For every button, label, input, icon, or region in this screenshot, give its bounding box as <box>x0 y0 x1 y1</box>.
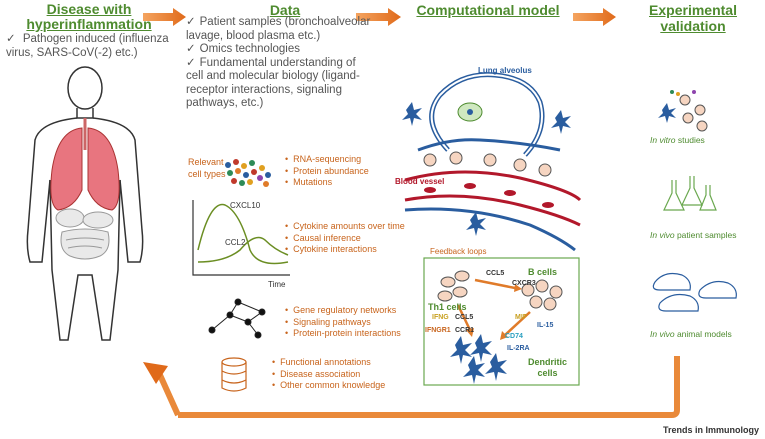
in-vivo-patient-flasks-icon <box>663 176 717 211</box>
curve-label-ccl2: CCL2 <box>225 238 246 247</box>
omics-bullet: Mutations <box>285 177 369 189</box>
omics-bullet: Protein abundance <box>285 166 369 178</box>
header-disease: Disease with hyperinflammation <box>24 2 154 32</box>
ccl5-top-label: CCL5 <box>486 270 505 277</box>
header-experimental-validation: Experimental validation <box>649 2 737 34</box>
feedback-return-arrow <box>143 356 680 418</box>
data-item: Omics technologies <box>186 43 376 57</box>
curve-label-cxcl10: CXCL10 <box>230 201 261 210</box>
blood-vessel-illustration <box>404 170 582 252</box>
database-bullet: Disease association <box>272 369 385 381</box>
header-disease-line1: Disease with <box>46 1 132 17</box>
header-data: Data <box>269 2 301 18</box>
plot-axis-time-label: Time <box>268 280 286 289</box>
in-vitro-label: In vitro studies <box>650 135 705 145</box>
relevant-cell-types-label: Relevant cell types <box>188 157 226 179</box>
database-bullet: Other common knowledge <box>272 380 385 392</box>
flow-arrow-disease-to-data <box>143 8 186 26</box>
immune-cells-cluster <box>402 102 571 236</box>
cytokine-bullet: Causal inference <box>285 233 405 245</box>
alveolus-illustration <box>417 72 561 157</box>
ifng-label: IFNG <box>432 314 449 321</box>
omics-bullet: RNA-sequencing <box>285 154 369 166</box>
network-bullets: Gene regulatory networks Signaling pathw… <box>285 305 401 340</box>
cytokine-bullet: Cytokine interactions <box>285 244 405 256</box>
data-items-list: Patient samples (bronchoalveolar lavage,… <box>186 2 376 111</box>
il2ra-label: IL-2RA <box>507 345 530 352</box>
in-vivo-animal-label: In vivo animal models <box>650 329 732 339</box>
in-vitro-cells-icon <box>658 90 708 132</box>
database-bullets: Functional annotations Disease associati… <box>272 357 385 392</box>
network-bullet: Protein-protein interactions <box>285 328 401 340</box>
b-cells-label: B cells <box>528 267 558 277</box>
lung-alveolus-label: Lung alveolus <box>478 66 532 75</box>
network-bullet: Signaling pathways <box>285 317 401 329</box>
data-item: Fundamental understanding of cell and mo… <box>186 57 376 111</box>
il15-label: IL-15 <box>537 322 554 329</box>
disease-item-text: Pathogen induced (influenza virus, SARS-… <box>6 33 169 59</box>
human-body-illustration <box>26 66 144 341</box>
in-vivo-patient-label: In vivo patient samples <box>650 230 737 240</box>
blood-vessel-label: Blood vessel <box>395 177 445 186</box>
header-disease-line2: hyperinflammation <box>26 16 152 32</box>
in-vivo-mice-icon <box>652 272 737 312</box>
th1-cells-label: Th1 cells <box>428 302 467 312</box>
feedback-loops-label: Feedback loops <box>430 247 487 256</box>
feedback-loops-box <box>423 257 580 386</box>
journal-footer: Trends in Immunology <box>662 425 759 435</box>
abdomen-organs-illustration <box>55 208 114 260</box>
disease-item: Pathogen induced (influenza virus, SARS-… <box>6 33 176 60</box>
lungs-illustration <box>50 118 120 211</box>
flow-arrow-data-to-model <box>356 8 401 26</box>
ccl5-mid-label: CCL5 <box>455 314 474 321</box>
mif-label: MIF <box>515 314 528 321</box>
ifngr1-label: IFNGR1 <box>425 327 451 334</box>
header-computational-model: Computational model <box>416 2 560 18</box>
cell-type-dots <box>225 159 271 187</box>
ccr1-label: CCR1 <box>455 327 475 334</box>
database-icon <box>221 357 247 392</box>
feedback-cells <box>437 270 563 384</box>
network-bullet: Gene regulatory networks <box>285 305 401 317</box>
database-bullet: Functional annotations <box>272 357 385 369</box>
cxcr3-label: CXCR3 <box>512 280 536 287</box>
cytokine-bullets: Cytokine amounts over time Causal infere… <box>285 221 405 256</box>
data-item: Patient samples (bronchoalveolar lavage,… <box>186 16 376 43</box>
network-graph <box>208 298 266 339</box>
flow-arrow-model-to-validation <box>573 8 616 26</box>
cytokine-plot <box>192 200 290 276</box>
cd74-label: CD74 <box>505 333 523 340</box>
omics-bullets: RNA-sequencing Protein abundance Mutatio… <box>285 154 369 189</box>
dendritic-cells-label: Dendritic cells <box>528 357 568 378</box>
cytokine-bullet: Cytokine amounts over time <box>285 221 405 233</box>
